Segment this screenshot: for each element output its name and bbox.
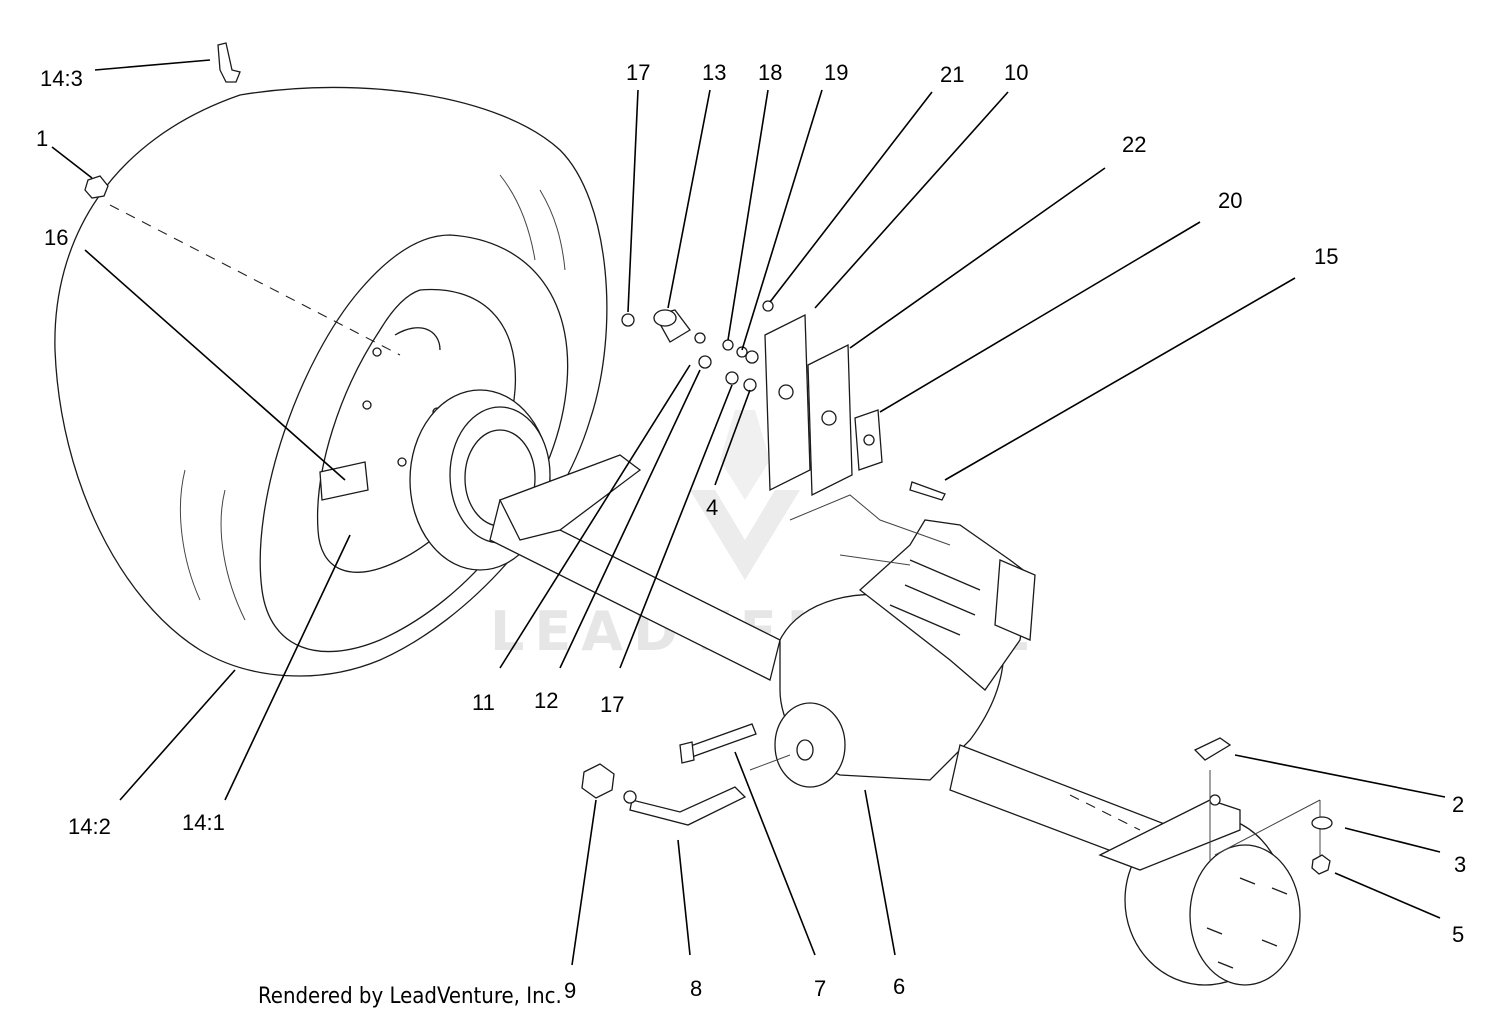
callout-20: 20 xyxy=(1218,188,1242,213)
callout-labels: 14:3 1 16 17 13 18 19 21 10 22 20 15 4 1… xyxy=(36,60,1466,1003)
callout-7: 7 xyxy=(814,976,826,1001)
callout-12: 12 xyxy=(534,688,558,713)
callout-4: 4 xyxy=(706,495,718,520)
lug-nut xyxy=(84,175,109,199)
callout-6: 6 xyxy=(893,974,905,999)
callout-11: 11 xyxy=(472,690,495,715)
mounting-plate xyxy=(764,313,811,492)
callout-14-2: 14:2 xyxy=(68,814,111,839)
bracket-hardware xyxy=(621,300,951,566)
callout-10: 10 xyxy=(1004,60,1028,85)
callout-22: 22 xyxy=(1122,132,1146,157)
callout-14-3: 14:3 xyxy=(40,66,83,91)
callout-17a: 17 xyxy=(626,60,650,85)
warning-decal xyxy=(319,461,369,501)
render-credit: Rendered by LeadVenture, Inc. xyxy=(258,984,562,1009)
callout-14-1: 14:1 xyxy=(182,810,225,835)
callout-21: 21 xyxy=(940,62,964,87)
callout-1: 1 xyxy=(36,126,48,151)
callout-17b: 17 xyxy=(600,692,624,717)
callout-13: 13 xyxy=(702,60,726,85)
callout-19: 19 xyxy=(824,60,848,85)
leader-lines xyxy=(51,59,1446,966)
callout-9: 9 xyxy=(564,978,576,1003)
callout-3: 3 xyxy=(1454,852,1466,877)
transaxle-housing xyxy=(489,454,1321,986)
tire-assembly xyxy=(54,42,608,677)
callout-16: 16 xyxy=(44,225,68,250)
callout-8: 8 xyxy=(690,976,702,1001)
callout-18: 18 xyxy=(758,60,782,85)
callout-5: 5 xyxy=(1452,922,1464,947)
callout-15: 15 xyxy=(1314,244,1338,269)
linkage-hardware xyxy=(581,723,1333,875)
callout-2: 2 xyxy=(1452,792,1464,817)
valve-stem xyxy=(217,42,241,83)
